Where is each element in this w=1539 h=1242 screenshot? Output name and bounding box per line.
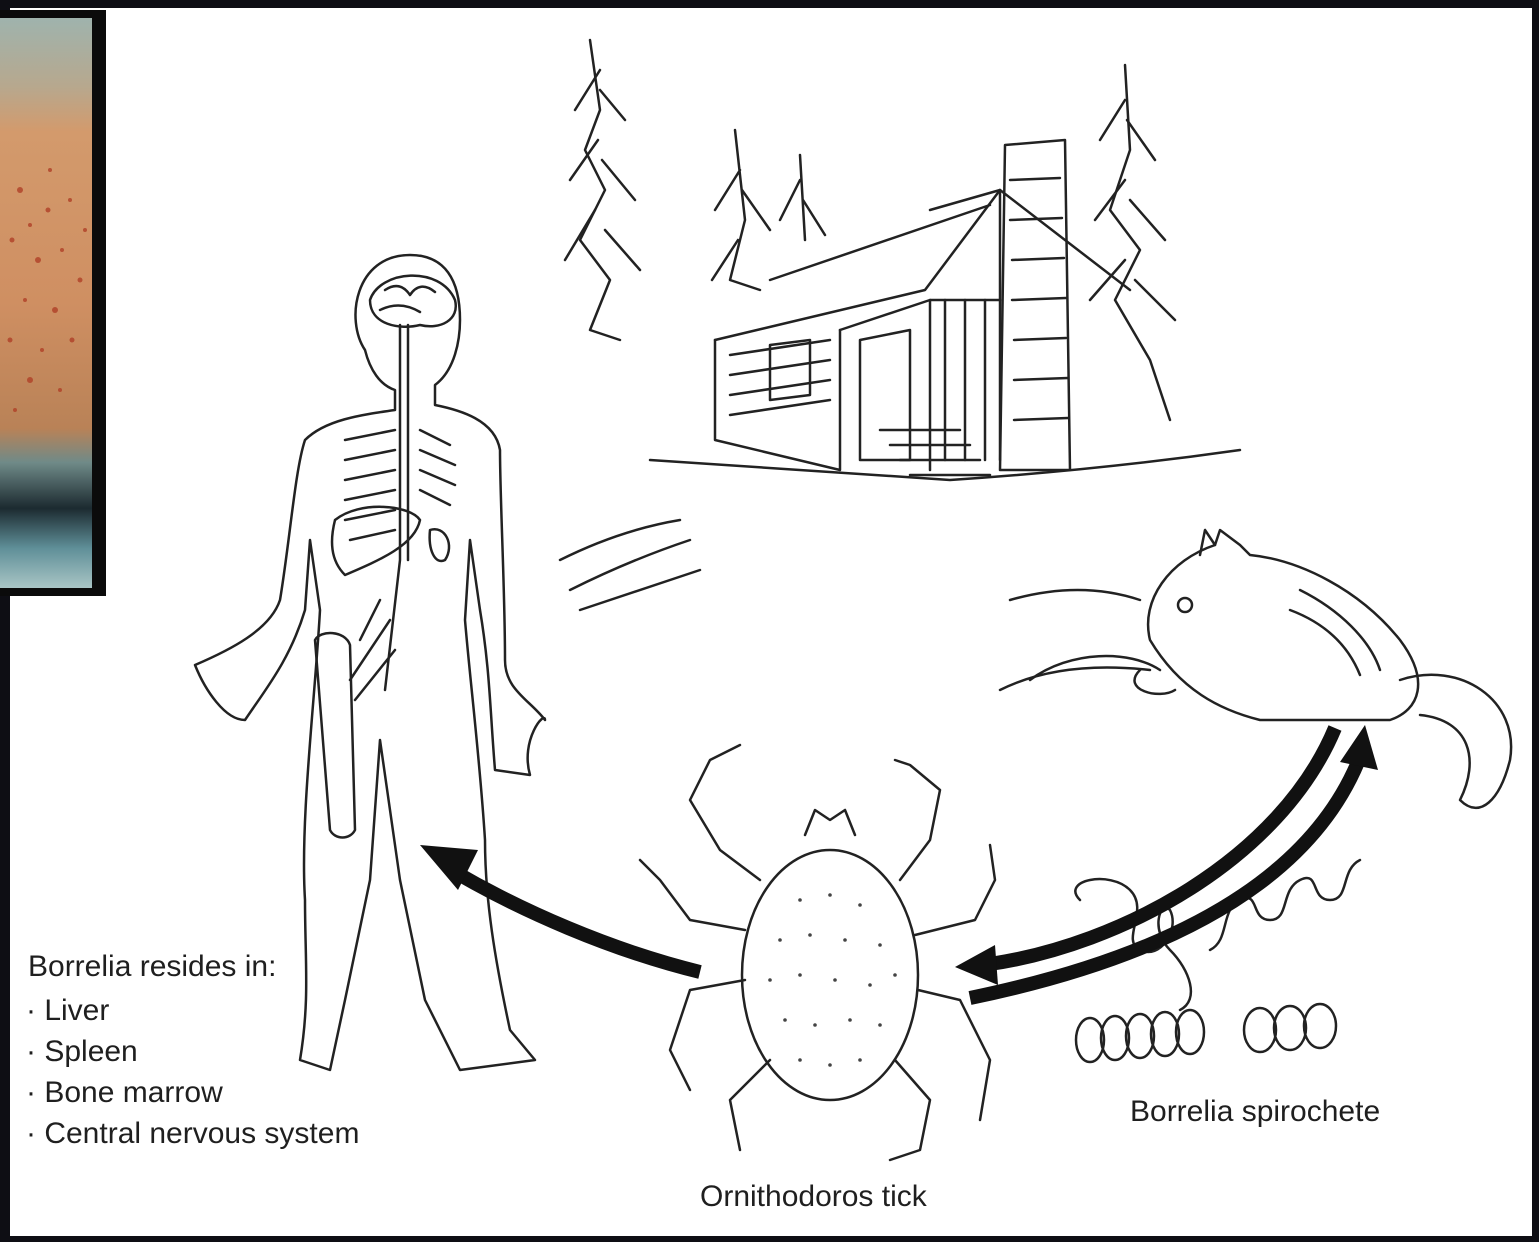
resides-item-cns: Central nervous system [26, 1113, 359, 1154]
tick-label: Ornithodoros tick [700, 1180, 927, 1214]
arrow-chipmunk-to-tick-head [955, 945, 998, 985]
log-cabin-illustration [560, 40, 1240, 690]
arrow-tick-to-chipmunk-head [1340, 725, 1378, 770]
transmission-arrows [420, 725, 1378, 998]
chipmunk-illustration [1030, 530, 1511, 808]
resides-list: Liver Spleen Bone marrow Central nervous… [26, 990, 359, 1154]
tick-illustration [640, 745, 995, 1160]
resides-item-spleen: Spleen [26, 1031, 359, 1072]
resides-item-liver: Liver [26, 990, 359, 1031]
resides-item-bone-marrow: Bone marrow [26, 1072, 359, 1113]
human-anatomy-figure [195, 255, 545, 1070]
arrow-chipmunk-to-tick [990, 728, 1335, 964]
spirochete-label: Borrelia spirochete [1130, 1095, 1380, 1129]
resides-title: Borrelia resides in: [28, 950, 276, 984]
tick-body-stipple [768, 893, 897, 1067]
